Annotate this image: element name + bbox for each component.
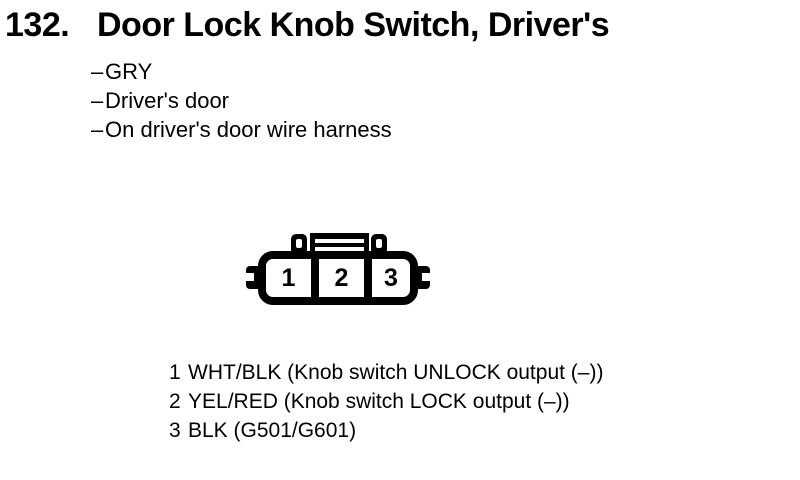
table-row: 3 BLK (G501/G601) [169, 416, 603, 445]
connector-pin-3-label: 3 [384, 264, 398, 292]
table-row: 2 YEL/RED (Knob switch LOCK output (–)) [169, 387, 603, 416]
list-item: – On driver's door wire harness [91, 115, 392, 144]
connector-diagram: 1 2 3 [242, 233, 434, 305]
page-title: Door Lock Knob Switch, Driver's [97, 6, 610, 44]
pin-description: YEL/RED (Knob switch LOCK output (–)) [188, 390, 570, 413]
connector-ear-left-slot [242, 273, 254, 281]
connector-pin-1-label: 1 [282, 264, 296, 292]
connector-pin-2-label: 2 [335, 264, 349, 292]
pin-number: 1 [169, 361, 181, 384]
table-row: 1 WHT/BLK (Knob switch UNLOCK output (–)… [169, 358, 603, 387]
dash-bullet: – [91, 59, 104, 84]
dash-bullet: – [91, 88, 104, 113]
list-item: – Driver's door [91, 86, 392, 115]
pin-number: 2 [169, 390, 181, 413]
pin-description: WHT/BLK (Knob switch UNLOCK output (–)) [188, 361, 604, 384]
connector-divider [364, 255, 372, 301]
detail-label-harness: On driver's door wire harness [105, 117, 392, 142]
connector-tab-left-hole [296, 239, 302, 248]
connector-tab-right-hole [376, 239, 382, 248]
detail-label-location: Driver's door [105, 88, 230, 113]
connector-latch-stripe [315, 239, 364, 243]
pin-description: BLK (G501/G601) [188, 419, 357, 442]
detail-label-color: GRY [105, 59, 153, 84]
list-item: – GRY [91, 57, 392, 86]
connector-latch-stripe [315, 247, 364, 251]
pin-number: 3 [169, 419, 181, 442]
connector-divider [311, 255, 319, 301]
connector-details-list: – GRY – Driver's door – On driver's door… [91, 57, 392, 144]
dash-bullet: – [91, 117, 104, 142]
section-number: 132. [5, 6, 70, 44]
pinout-legend: 1 WHT/BLK (Knob switch UNLOCK output (–)… [169, 358, 603, 445]
connector-ear-right-slot [422, 273, 434, 281]
connector-body [258, 251, 418, 305]
